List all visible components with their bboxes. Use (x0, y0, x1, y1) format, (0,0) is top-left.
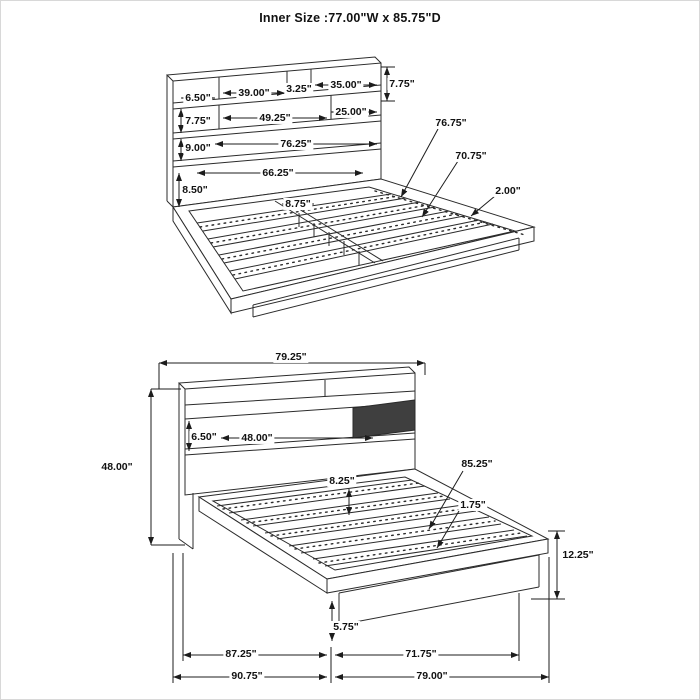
dim-bottom-width-79-25: 79.25" (273, 350, 309, 364)
dim-bottom-slat-1-75: 1.75" (458, 498, 488, 512)
dim-top-row2-49-25: 49.25" (257, 111, 293, 125)
dim-bottom-base-87-25: 87.25" (223, 647, 259, 661)
dim-top-shelf-35-00: 35.00" (328, 78, 364, 92)
dim-bottom-offset-8-25: 8.25" (327, 474, 357, 488)
dim-bottom-shelf-6-50: 6.50" (189, 430, 219, 444)
bottom-view-platform (197, 468, 550, 626)
dim-top-slat-66-25: 66.25" (260, 166, 296, 180)
dim-top-row2-25-00: 25.00" (333, 105, 369, 119)
bottom-view-headboard (177, 366, 416, 550)
dim-top-row2-7-75: 7.75" (183, 114, 213, 128)
page-title: Inner Size :77.00"W x 85.75"D (259, 11, 441, 25)
dim-top-depth-76-75: 76.75" (433, 116, 469, 130)
dim-bottom-base-5-75: 5.75" (331, 620, 361, 634)
dim-top-divider-3-25: 3.25" (284, 82, 314, 96)
dim-top-inner-76-25: 76.25" (278, 137, 314, 151)
dim-top-height-7-75-right: 7.75" (387, 77, 417, 91)
dim-bottom-foot-12-25: 12.25" (560, 548, 596, 562)
dim-top-shelf-left-6-50: 6.50" (183, 91, 213, 105)
top-view-platform (172, 178, 536, 318)
dim-top-row3-9-00: 9.00" (183, 141, 213, 155)
dim-bottom-depth-85-25: 85.25" (459, 457, 495, 471)
dim-bottom-shelf-48-00: 48.00" (239, 431, 275, 445)
dim-top-spacing-8-75: 8.75" (283, 197, 313, 211)
dim-top-rail-2-00: 2.00" (493, 184, 523, 198)
dim-top-depth-70-75: 70.75" (453, 149, 489, 163)
dim-bottom-overall-90-75: 90.75" (229, 669, 265, 683)
dim-top-shelf-39-00: 39.00" (236, 86, 272, 100)
dim-top-base-8-50: 8.50" (180, 183, 210, 197)
dim-bottom-height-48-00: 48.00" (99, 460, 135, 474)
dim-bottom-overall-79-00: 79.00" (414, 669, 450, 683)
dim-bottom-base-71-75: 71.75" (403, 647, 439, 661)
